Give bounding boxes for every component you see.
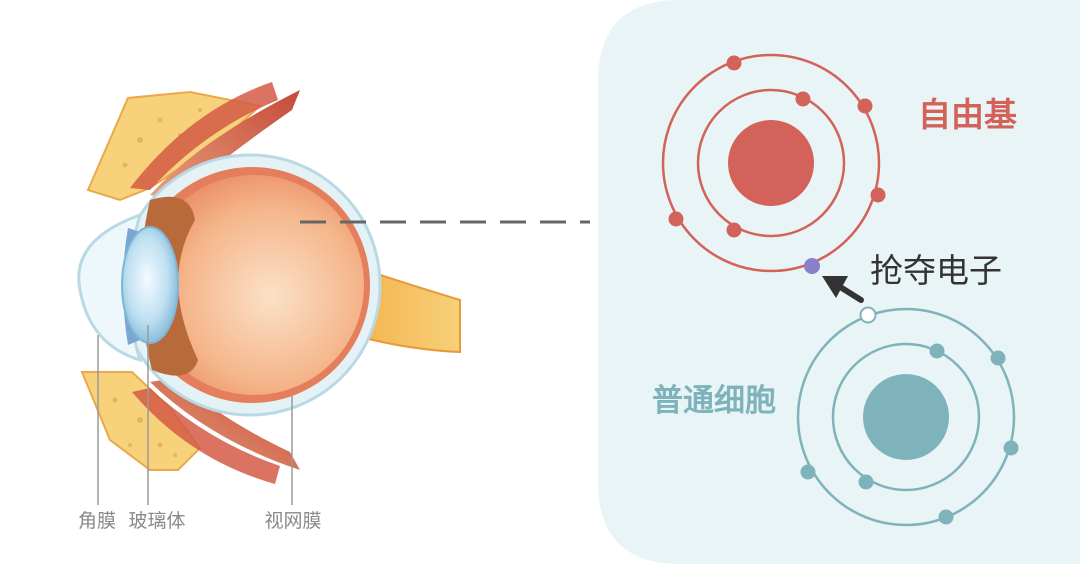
electron (859, 475, 874, 490)
free-radical-nucleus (728, 120, 814, 206)
electron (858, 99, 873, 114)
action-label: 抢夺电子 (870, 251, 1002, 290)
normal-cell-nucleus (863, 374, 949, 460)
cornea-label: 角膜 (78, 510, 116, 532)
electron-vacancy (861, 308, 876, 323)
electron (727, 56, 742, 71)
normal-cell-label: 普通细胞 (652, 383, 776, 419)
electron (930, 344, 945, 359)
lens (122, 227, 178, 343)
eye-illustration: 角膜 玻璃体 视网膜 (78, 82, 460, 532)
electron (939, 510, 954, 525)
electron (669, 212, 684, 227)
electron (991, 351, 1006, 366)
stolen-electron (804, 258, 820, 274)
retina-label: 视网膜 (264, 510, 321, 532)
electron (801, 465, 816, 480)
electron (1004, 441, 1019, 456)
free-radical-label: 自由基 (918, 95, 1017, 134)
vitreous-label: 玻璃体 (128, 510, 185, 532)
electron (871, 188, 886, 203)
electron (727, 223, 742, 238)
electron (796, 92, 811, 107)
